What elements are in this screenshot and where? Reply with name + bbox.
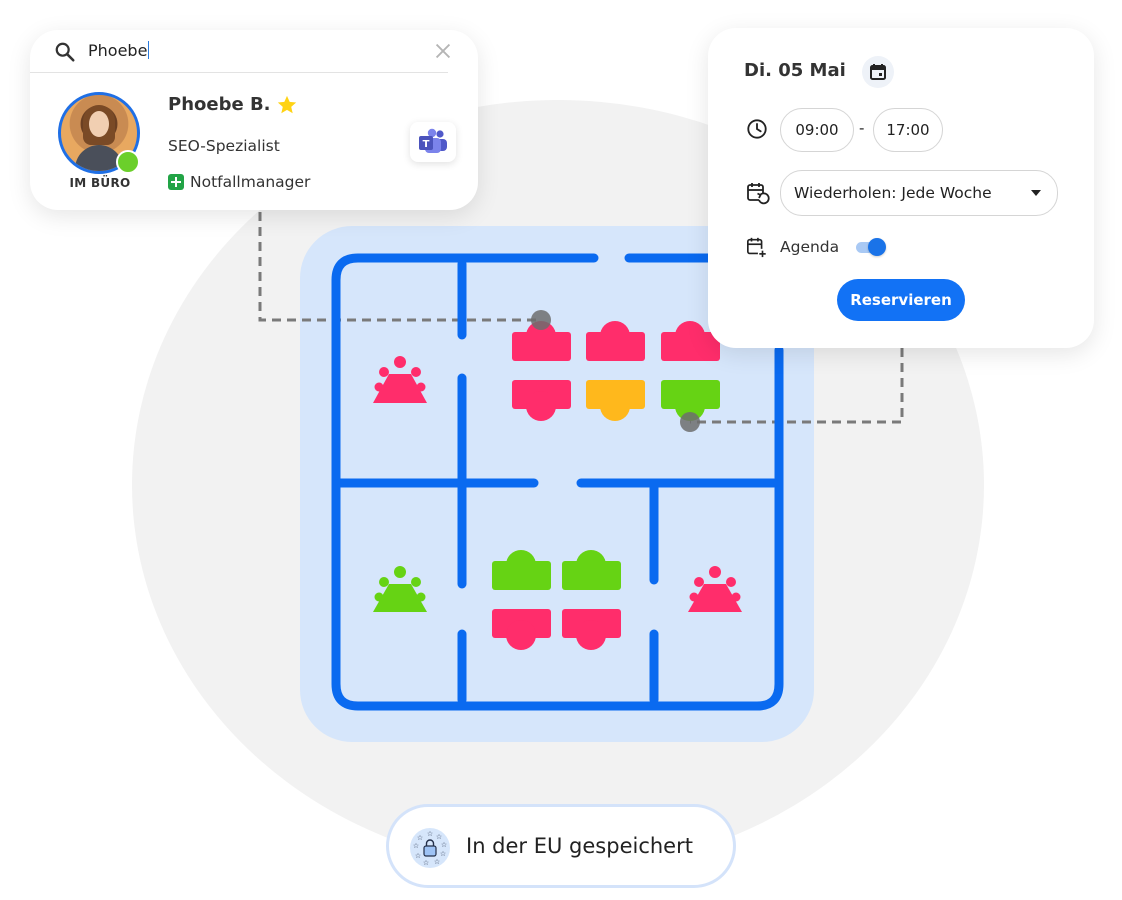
end-time-field[interactable]: 17:00 — [873, 108, 943, 152]
meeting-room-occupied[interactable] — [373, 356, 427, 403]
role-badge-label: Notfallmanager — [190, 173, 311, 191]
booking-date: Di. 05 Mai — [744, 60, 846, 81]
desk-occupied[interactable] — [586, 321, 645, 361]
svg-text:☆: ☆ — [427, 830, 433, 838]
repeat-calendar-icon — [747, 183, 770, 205]
calendar-button[interactable] — [862, 56, 894, 88]
desk-occupied[interactable] — [492, 609, 551, 650]
desk-occupied[interactable] — [661, 321, 720, 361]
svg-text:☆: ☆ — [415, 852, 421, 860]
person-role: SEO-Spezialist — [168, 137, 280, 155]
repeat-select-value: Wiederholen: Jede Woche — [794, 184, 992, 202]
search-icon — [55, 42, 75, 62]
svg-text:☆: ☆ — [441, 841, 447, 849]
desk-available[interactable] — [492, 550, 551, 590]
toggle-knob — [868, 238, 886, 256]
clock-icon — [747, 119, 767, 139]
teams-icon: T — [419, 128, 447, 153]
calendar-icon — [870, 64, 886, 80]
star-icon[interactable] — [276, 94, 298, 116]
person-name: Phoebe B. — [168, 94, 271, 115]
svg-text:☆: ☆ — [417, 834, 423, 842]
desk-reserved[interactable] — [586, 380, 645, 421]
svg-text:☆: ☆ — [413, 842, 419, 850]
search-bar: Phoebe — [30, 30, 451, 73]
eu-storage-badge: ☆ ☆ ☆ ☆ ☆ ☆ ☆ ☆ ☆ In der EU gespeichert — [386, 804, 736, 888]
eu-lock-icon: ☆ ☆ ☆ ☆ ☆ ☆ ☆ ☆ ☆ — [410, 828, 450, 868]
svg-text:T: T — [423, 139, 430, 150]
close-icon[interactable] — [432, 40, 454, 62]
connector-lines — [258, 212, 904, 424]
start-time-field[interactable]: 09:00 — [780, 108, 854, 152]
repeat-select[interactable]: Wiederholen: Jede Woche — [780, 170, 1058, 216]
desk-available[interactable] — [562, 550, 621, 590]
agenda-label: Agenda — [780, 238, 840, 256]
floorplan-walls — [331, 253, 784, 711]
chevron-down-icon — [1031, 190, 1041, 196]
presence-label: IM BÜRO — [69, 176, 131, 190]
first-aid-icon — [168, 174, 184, 190]
eu-storage-text: In der EU gespeichert — [466, 834, 693, 858]
connector-dot — [531, 310, 551, 330]
desk-available[interactable] — [661, 380, 720, 421]
svg-text:☆: ☆ — [440, 850, 446, 858]
search-query: Phoebe — [88, 41, 148, 60]
desk-occupied[interactable] — [512, 380, 571, 421]
svg-text:☆: ☆ — [423, 859, 429, 867]
connector-booking-line — [690, 348, 904, 424]
desk-occupied[interactable] — [562, 609, 621, 650]
teams-button[interactable]: T — [410, 122, 456, 162]
connector-dot — [680, 412, 700, 432]
meeting-room-available[interactable] — [373, 566, 427, 612]
svg-text:☆: ☆ — [436, 833, 442, 841]
booking-card: Di. 05 Mai 09:00 - 17:00 Wiederholen: Je… — [708, 28, 1094, 348]
presence-status-dot — [116, 150, 140, 174]
time-separator: - — [859, 119, 865, 137]
desk-occupied[interactable] — [512, 321, 571, 361]
calendar-add-icon — [747, 237, 768, 258]
svg-text:☆: ☆ — [434, 858, 440, 866]
desk-group-bottom — [492, 550, 621, 650]
text-caret — [148, 41, 150, 59]
outer-wall — [331, 253, 784, 711]
person-search-card: Phoebe IM BÜRO Phoebe B. SEO-Spezialist … — [30, 30, 478, 210]
connector-person-line — [258, 212, 540, 322]
search-input[interactable]: Phoebe — [88, 39, 388, 63]
meeting-room-occupied[interactable] — [688, 566, 742, 612]
desk-group-top — [512, 321, 720, 421]
avatar-face — [89, 111, 109, 137]
reserve-button[interactable]: Reservieren — [837, 279, 965, 321]
agenda-toggle[interactable] — [856, 238, 886, 256]
